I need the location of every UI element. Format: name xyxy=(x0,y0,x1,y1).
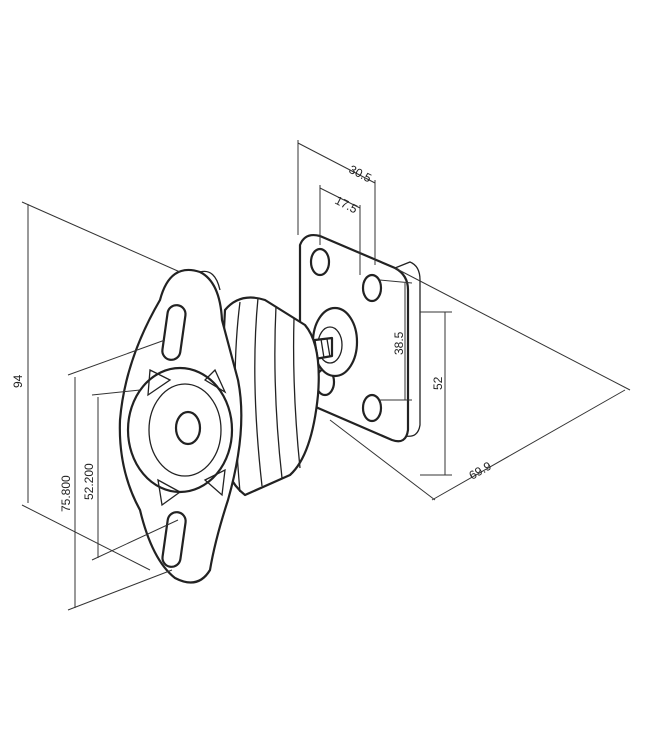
dimension-lines xyxy=(21,140,631,611)
dim-94: 94 xyxy=(11,374,25,388)
dim-52: 52 xyxy=(431,376,445,390)
dim-52-200: 52.200 xyxy=(82,463,96,500)
plate-hole xyxy=(309,247,331,277)
plate-hole xyxy=(361,273,383,303)
dim-30-5: 30.5 xyxy=(347,162,374,185)
plate-hole xyxy=(361,393,383,423)
flange xyxy=(118,268,243,584)
dim-38-5: 38.5 xyxy=(392,331,406,355)
dim-69-9: 69.9 xyxy=(467,459,495,483)
dim-17-5: 17.5 xyxy=(333,193,360,216)
mounting-plate xyxy=(298,233,421,443)
dim-75-800: 75.800 xyxy=(59,475,73,512)
